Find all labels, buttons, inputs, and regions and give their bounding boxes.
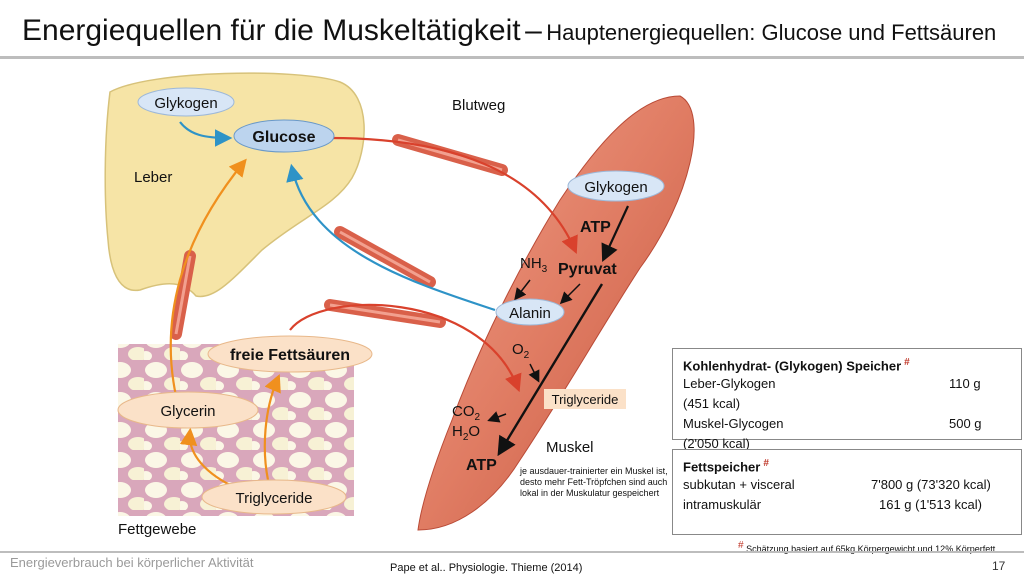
arrow-glykogen-to-pyruvat (601, 205, 629, 262)
arrow-triglyceride-to-fettsaeuren (263, 373, 281, 481)
co2-label: CO2 (452, 403, 481, 423)
arrow-triglyceride-to-glycerin (179, 427, 233, 487)
leber-label: Leber (134, 169, 172, 186)
kh-row-leber: Leber-Glykogen 110 g (683, 376, 981, 392)
arrow-pyruvat-to-atp (497, 283, 604, 457)
glykogen-liver-label: Glykogen (154, 95, 217, 112)
glykogen-liver-ellipse (137, 87, 235, 117)
page-number: 17 (992, 559, 1006, 573)
title-sub: Hauptenergiequellen: Glucose und Fettsäu… (546, 20, 997, 45)
title-dash: – (525, 14, 542, 47)
energy-diagram: Glykogen Glucose Leber Blutweg Glykogen … (104, 72, 695, 538)
footer-topic: Energieverbrauch bei körperlicher Aktivi… (10, 555, 254, 570)
atp-bottom-label: ATP (466, 457, 497, 474)
kh-row-muskel: Muskel-Glycogen 500 g (683, 416, 982, 432)
glykogen-muscle-ellipse (567, 170, 665, 202)
nh3-label: NH3 (520, 255, 548, 275)
triglyceride-muscle-box (544, 389, 626, 409)
footer-citation: Pape et al.. Physiologie. Thieme (2014) (390, 562, 583, 574)
fett-header: Fettspeicher# (683, 458, 769, 475)
pyruvat-label: Pyruvat (558, 261, 617, 278)
o2-label: O2 (512, 341, 530, 361)
arrow-pyruvat-to-alanin (559, 283, 581, 305)
arrow-glycerin-to-glucose (169, 158, 247, 397)
fettsaeuren-ellipse (207, 335, 373, 373)
arrow-alanin-to-glucose (286, 163, 496, 312)
arrow-nh3-to-alanin (514, 279, 531, 301)
freie-fettsaeuren-label: freie Fettsäuren (230, 347, 350, 364)
glucose-label: Glucose (252, 129, 315, 146)
atp-top-label: ATP (580, 219, 611, 236)
vessel-3-lumen (329, 303, 441, 324)
alanin-ellipse (495, 298, 565, 326)
title-main: Energiequellen für die Muskeltätigkeit (22, 14, 521, 47)
kh-header: Kohlenhydrat- (Glykogen) Speicher# (683, 357, 910, 374)
h2o-label: H2O (452, 423, 480, 443)
arrow-co2 (487, 411, 507, 423)
glucose-ellipse (233, 119, 335, 153)
carbohydrate-storage-box: Kohlenhydrat- (Glykogen) Speicher# Leber… (672, 348, 1022, 451)
arrow-glucose-to-pyruvat (329, 136, 578, 255)
vessel-2-lumen (339, 230, 431, 284)
glycerin-label: Glycerin (160, 403, 215, 420)
vessel-4-lumen (174, 255, 192, 335)
arrow-o2 (528, 363, 540, 383)
arrow-glykogen-to-glucose (179, 121, 233, 147)
arrow-fettsaeuren-to-muscle (289, 303, 522, 393)
top-divider (0, 56, 1024, 59)
fett-row-intra: intramuskulär 161 g (1'513 kcal) (683, 497, 982, 513)
bottom-divider (0, 551, 1024, 553)
fett-row-subkutan: subkutan + visceral 7'800 g (73'320 kcal… (683, 477, 991, 493)
alanin-label: Alanin (509, 305, 551, 322)
fat-storage-box: Fettspeicher# subkutan + visceral 7'800 … (672, 449, 1022, 535)
triglyceride-muscle-label: Triglyceride (552, 392, 619, 407)
triglyceride-fat-label: Triglyceride (236, 490, 313, 507)
estimate-footnote: # Schätzung basiert auf 65kg Körpergewic… (738, 540, 996, 554)
fettgewebe-label: Fettgewebe (118, 521, 196, 538)
training-note: je ausdauer-trainierter ein Muskel ist, … (520, 466, 668, 498)
kh-row-leber-kcal: (451 kcal) (683, 396, 741, 412)
kh-row-muskel-kcal: (2'050 kcal) (683, 436, 750, 452)
muskel-label: Muskel (546, 439, 594, 456)
triglyceride-fat-ellipse (201, 479, 347, 515)
slide-title: Energiequellen für die Muskeltätigkeit –… (22, 14, 996, 48)
blutweg-label: Blutweg (452, 97, 505, 114)
glykogen-muscle-label: Glykogen (584, 179, 647, 196)
glycerin-ellipse (117, 391, 259, 429)
